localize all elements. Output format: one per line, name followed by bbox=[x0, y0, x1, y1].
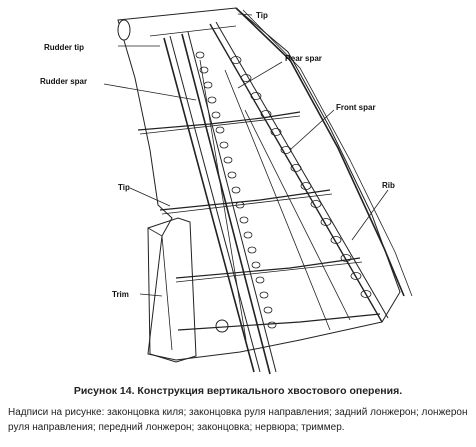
trim-tab bbox=[147, 217, 197, 363]
rib-4 bbox=[177, 313, 381, 331]
rudder-outline bbox=[117, 7, 401, 361]
rudder-tip-cap bbox=[117, 19, 131, 41]
label-tip-trim: Tip bbox=[118, 183, 130, 192]
label-rear-spar: Rear spar bbox=[285, 54, 322, 63]
figure-caption-title: Рисунок 14. Конструкция вертикального хв… bbox=[73, 385, 403, 397]
leading-edge bbox=[235, 7, 405, 297]
label-front-spar: Front spar bbox=[336, 103, 376, 112]
fin-drawing: Tip Rudder tip Rear spar Rudder spar Fro… bbox=[40, 7, 413, 375]
label-rib: Rib bbox=[382, 181, 395, 190]
callout-lines bbox=[103, 13, 389, 297]
figure-caption-notes: Надписи на рисунке: законцовка киля; зак… bbox=[8, 407, 468, 433]
label-tip-top: Tip bbox=[256, 11, 268, 20]
rib-1 bbox=[137, 111, 301, 131]
front-spar-line bbox=[209, 23, 383, 323]
label-trim: Trim bbox=[112, 290, 129, 299]
spar-holes bbox=[195, 51, 372, 329]
rib-2 bbox=[159, 189, 331, 211]
label-rudder-spar: Rudder spar bbox=[40, 77, 87, 86]
rib-3 bbox=[175, 257, 361, 279]
label-rudder-tip: Rudder tip bbox=[44, 43, 84, 52]
